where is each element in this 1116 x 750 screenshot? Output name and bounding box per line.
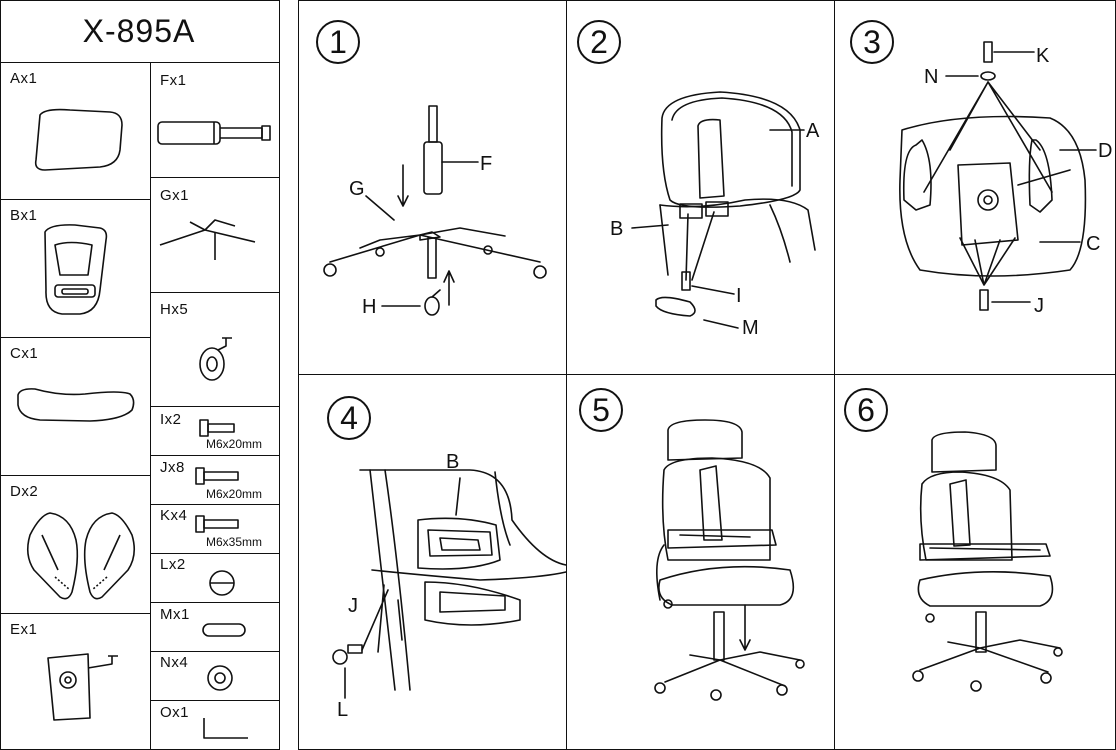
title-cell xyxy=(0,0,280,63)
step4-callout-b: B xyxy=(446,451,459,473)
cell-k xyxy=(150,504,280,554)
step3-callout-d: D xyxy=(1098,140,1112,162)
cell-c xyxy=(0,337,151,476)
cell-a xyxy=(0,62,151,200)
headrest-drawing xyxy=(34,108,123,171)
step4-callout-l: L xyxy=(337,699,348,721)
part-label-f: Fx1 xyxy=(160,72,187,89)
step-number-5: 5 xyxy=(579,388,623,432)
screw-i-drawing xyxy=(199,419,235,437)
step6-assembly xyxy=(912,431,1063,692)
screw-j-drawing xyxy=(195,467,239,485)
part-label-g: Gx1 xyxy=(160,187,190,204)
cover-drawing xyxy=(202,623,246,637)
gas-lift-drawing xyxy=(157,121,271,145)
base-drawing xyxy=(159,219,256,260)
step-number-2: 2 xyxy=(577,20,621,64)
part-label-l: Lx2 xyxy=(160,556,186,573)
step2-callout-m: M xyxy=(742,317,759,339)
spec-j: M6x20mm xyxy=(206,487,263,501)
cell-i xyxy=(150,406,280,456)
cell-o xyxy=(150,700,280,750)
spec-k: M6x35mm xyxy=(206,535,263,549)
cell-b xyxy=(0,199,151,338)
cell-m xyxy=(150,602,280,652)
part-label-i: Ix2 xyxy=(160,411,182,428)
model-title: X-895A xyxy=(82,12,196,49)
part-label-o: Ox1 xyxy=(160,704,190,721)
step-number-3: 3 xyxy=(850,20,894,64)
step1-assembly xyxy=(323,105,547,316)
part-label-h: Hx5 xyxy=(160,301,189,318)
step2-callout-a: A xyxy=(806,120,820,142)
part-label-e: Ex1 xyxy=(10,621,38,638)
step-panel-4 xyxy=(298,374,568,750)
step2-callout-i: I xyxy=(736,285,742,307)
part-label-k: Kx4 xyxy=(160,507,188,524)
backrest-drawing xyxy=(44,224,108,315)
cell-d xyxy=(0,475,151,614)
step-panel-3 xyxy=(834,0,1116,376)
armrests-drawing xyxy=(26,512,136,600)
cell-f xyxy=(150,62,280,178)
step1-callout-g: G xyxy=(349,178,365,200)
step3-callout-k: K xyxy=(1036,45,1050,67)
part-label-n: Nx4 xyxy=(160,654,189,671)
part-label-b: Bx1 xyxy=(10,207,38,224)
spec-i: M6x20mm xyxy=(206,437,263,451)
step-number-4: 4 xyxy=(327,396,371,440)
step4-callout-j: J xyxy=(348,595,358,617)
screw-k-drawing xyxy=(195,515,239,533)
step3-callout-c: C xyxy=(1086,233,1100,255)
part-label-j: Jx8 xyxy=(160,459,185,476)
castor-drawing xyxy=(199,337,232,381)
step5-assembly xyxy=(654,419,805,701)
part-label-c: Cx1 xyxy=(10,345,39,362)
step-panel-5 xyxy=(566,374,836,750)
step1-callout-f: F xyxy=(480,153,492,175)
part-label-m: Mx1 xyxy=(160,606,190,623)
step4-assembly xyxy=(332,469,567,699)
step-panel-6 xyxy=(834,374,1116,750)
step-number-1: 1 xyxy=(316,20,360,64)
step-panel-2 xyxy=(566,0,836,376)
parts-drawings xyxy=(17,108,271,739)
step3-assembly xyxy=(899,41,1097,311)
cap-drawing xyxy=(209,570,235,596)
step3-callout-j: J xyxy=(1034,295,1044,317)
washer-drawing xyxy=(207,665,233,691)
allen-key-drawing xyxy=(203,718,248,739)
mechanism-drawing xyxy=(47,653,118,721)
step1-callout-h: H xyxy=(362,296,376,318)
step2-assembly xyxy=(631,91,816,329)
seat-drawing xyxy=(17,388,135,422)
part-label-d: Dx2 xyxy=(10,483,39,500)
step2-callout-b: B xyxy=(610,218,623,240)
part-label-a: Ax1 xyxy=(10,70,38,87)
step3-callout-n: N xyxy=(924,66,938,88)
step-number-6: 6 xyxy=(844,388,888,432)
